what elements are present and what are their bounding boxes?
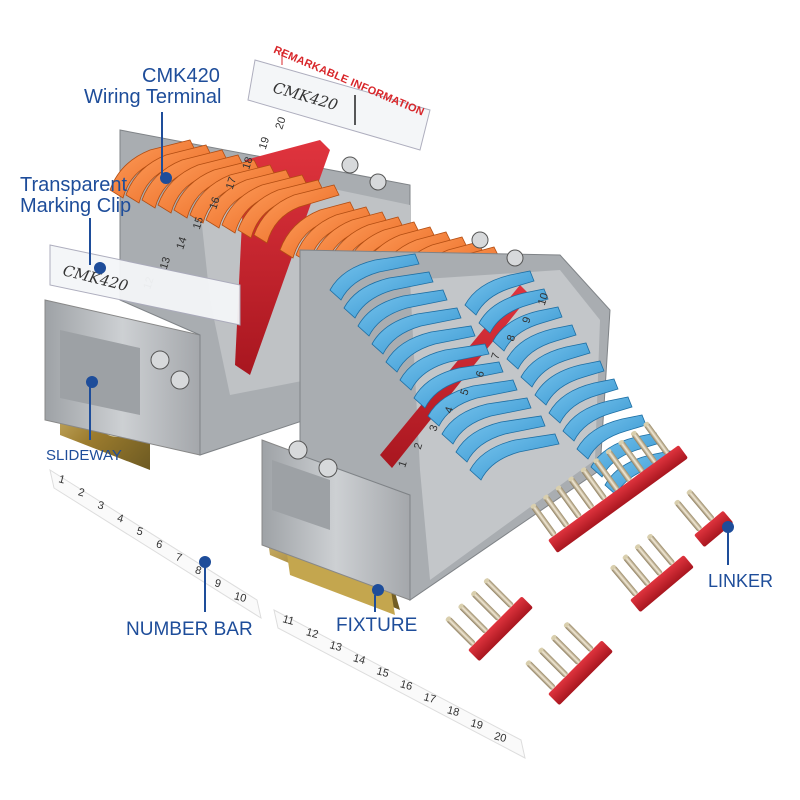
leader-dot-clip	[94, 262, 106, 274]
blue-lever	[441, 397, 532, 445]
label-product-line2: Wiring Terminal	[84, 86, 222, 108]
terminal-number: 4	[443, 405, 456, 415]
linker	[525, 622, 613, 705]
linker	[530, 421, 688, 553]
blue-lever	[371, 307, 462, 355]
terminal-number: 8	[505, 333, 518, 343]
blue-lever	[534, 360, 605, 406]
number-bar-digit: 1	[57, 473, 66, 486]
terminal-number: 6	[474, 369, 487, 379]
blue-lever	[399, 343, 490, 391]
number-bar-digit: 11	[281, 613, 295, 628]
blue-lever	[385, 325, 476, 373]
label-slideway: SLIDEWAY	[46, 447, 122, 464]
number-bar-digit: 2	[77, 486, 86, 499]
blue-lever	[329, 253, 420, 301]
leader-dot-slideway	[86, 376, 98, 388]
blue-lever	[455, 415, 546, 463]
number-bar-digit: 16	[399, 678, 414, 693]
blue-lever	[469, 433, 560, 481]
marking-clip-back	[247, 59, 431, 151]
terminal-number: 14	[174, 236, 189, 251]
blue-lever	[492, 306, 563, 352]
terminal-number: 9	[520, 315, 533, 325]
terminal-number: 1	[396, 459, 409, 469]
blue-lever	[478, 288, 549, 334]
label-number-bar: NUMBER BAR	[126, 619, 253, 640]
terminal-number: 16	[207, 196, 222, 211]
terminal-number: 2	[412, 441, 425, 451]
number-bar-digit: 13	[328, 639, 343, 654]
label-clip-line1: Transparent	[20, 174, 128, 196]
label-clip: Transparent Marking Clip	[20, 175, 131, 217]
terminal-number: 10	[536, 292, 551, 307]
leader-dot-numberbar	[199, 556, 211, 568]
linker	[445, 578, 533, 661]
blue-lever	[548, 378, 619, 424]
leader-dot-fixture	[372, 584, 384, 596]
number-bar-digit: 12	[305, 626, 320, 641]
blue-lever	[413, 361, 504, 409]
linker-long	[530, 421, 688, 553]
linker	[674, 489, 733, 547]
number-bar-digit: 19	[469, 717, 484, 732]
terminal-number: 15	[191, 216, 206, 231]
leader-dot-linker	[722, 521, 734, 533]
number-bar-digit: 14	[352, 652, 367, 667]
number-bar-digit: 8	[194, 564, 203, 577]
blue-lever	[464, 270, 535, 316]
terminal-number: 5	[458, 387, 471, 397]
leader-dot-product	[160, 172, 172, 184]
number-bar-2: 11 12 13 14 15 16 17 18 19 20	[273, 609, 526, 759]
blue-lever	[427, 379, 518, 427]
terminal-number: 13	[158, 256, 173, 271]
blue-lever	[343, 271, 434, 319]
orange-lever	[253, 184, 340, 244]
terminal-number: 19	[257, 136, 272, 151]
linker-group	[445, 489, 733, 705]
leader-lines	[86, 112, 734, 612]
blue-lever	[506, 324, 577, 370]
terminal-number: 20	[273, 116, 288, 131]
label-clip-line2: Marking Clip	[20, 195, 132, 217]
number-bar-digit: 17	[422, 691, 437, 706]
number-bar-digit: 5	[135, 525, 144, 538]
terminal-number: 7	[489, 351, 502, 361]
number-bar-digit: 9	[213, 577, 222, 590]
number-bar-digit: 18	[446, 704, 461, 719]
number-bar-digit: 4	[116, 512, 125, 525]
blue-lever	[520, 342, 591, 388]
number-bar-digit: 10	[233, 590, 248, 605]
number-bar-digit: 20	[493, 730, 508, 745]
terminal-number: 3	[427, 423, 440, 433]
terminal-number: 17	[224, 176, 239, 191]
terminal-number: 18	[240, 156, 255, 171]
number-bar-digit: 3	[96, 499, 105, 512]
blue-lever	[562, 396, 633, 442]
number-bar-digit: 6	[155, 538, 164, 551]
label-product: CMK420 Wiring Terminal	[84, 65, 221, 108]
label-product-line1: CMK420	[142, 65, 220, 87]
blue-lever	[357, 289, 448, 337]
label-linker: LINKER	[708, 571, 774, 591]
number-bar-digit: 7	[174, 551, 183, 564]
number-bar-digit: 15	[375, 665, 390, 680]
linker	[610, 533, 694, 612]
label-fixture: FIXTURE	[336, 615, 418, 636]
